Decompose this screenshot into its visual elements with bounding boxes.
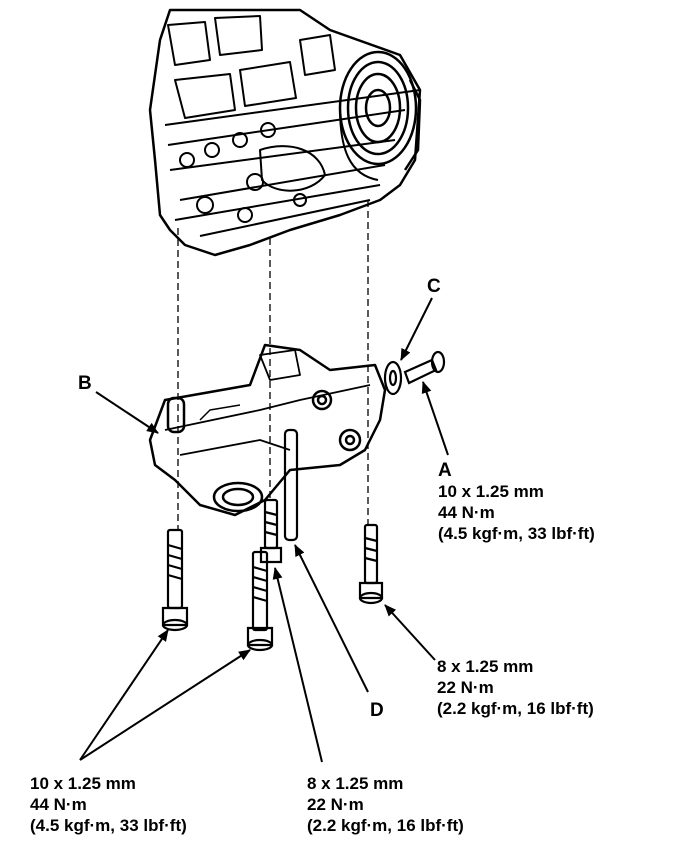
spec-torque-alt: (4.5 kgf·m, 33 lbf·ft) [438,524,595,543]
spec-left-bolts: 10 x 1.25 mm 44 N·m (4.5 kgf·m, 33 lbf·f… [30,773,187,836]
right-bolt [358,523,384,605]
leader-right-bolt [384,604,436,661]
callout-d: D [370,700,384,721]
leader-a [421,381,449,456]
leader-d [294,544,369,693]
spec-size: 8 x 1.25 mm [437,657,534,676]
spec-bolt-a: A 10 x 1.25 mm 44 N·m (4.5 kgf·m, 33 lbf… [438,460,595,544]
spec-right-bolt: 8 x 1.25 mm 22 N·m (2.2 kgf·m, 16 lbf·ft… [437,656,594,719]
leader-left-2 [79,649,251,761]
spec-torque-alt: (4.5 kgf·m, 33 lbf·ft) [30,816,187,835]
spec-torque: 22 N·m [307,795,364,814]
callout-a: A [438,460,452,481]
left-bolt-2 [246,550,274,652]
dowel-pin-d [283,428,299,542]
center-bolt [259,498,283,564]
leader-c [400,297,433,361]
leader-left-1 [79,629,169,761]
callout-b: B [78,373,92,394]
leader-lines [79,297,449,763]
spec-size: 10 x 1.25 mm [438,482,544,501]
spec-size: 10 x 1.25 mm [30,774,136,793]
spec-torque: 44 N·m [30,795,87,814]
crankshaft-pulley [338,50,422,181]
bolt-a [403,350,446,385]
sealing-washer-c [383,360,403,396]
alignment-guide-lines [177,200,369,530]
leader-center-bolt [272,567,323,763]
spec-center-bolt: 8 x 1.25 mm 22 N·m (2.2 kgf·m, 16 lbf·ft… [307,773,464,836]
spec-torque: 22 N·m [437,678,494,697]
spec-size: 8 x 1.25 mm [307,774,404,793]
left-bolt-1 [161,528,189,632]
leader-b [95,391,159,434]
spec-torque: 44 N·m [438,503,495,522]
engine-block [148,8,422,257]
spec-torque-alt: (2.2 kgf·m, 16 lbf·ft) [307,816,464,835]
spec-torque-alt: (2.2 kgf·m, 16 lbf·ft) [437,699,594,718]
callout-c: C [427,276,441,297]
oil-pump-housing [148,343,387,517]
